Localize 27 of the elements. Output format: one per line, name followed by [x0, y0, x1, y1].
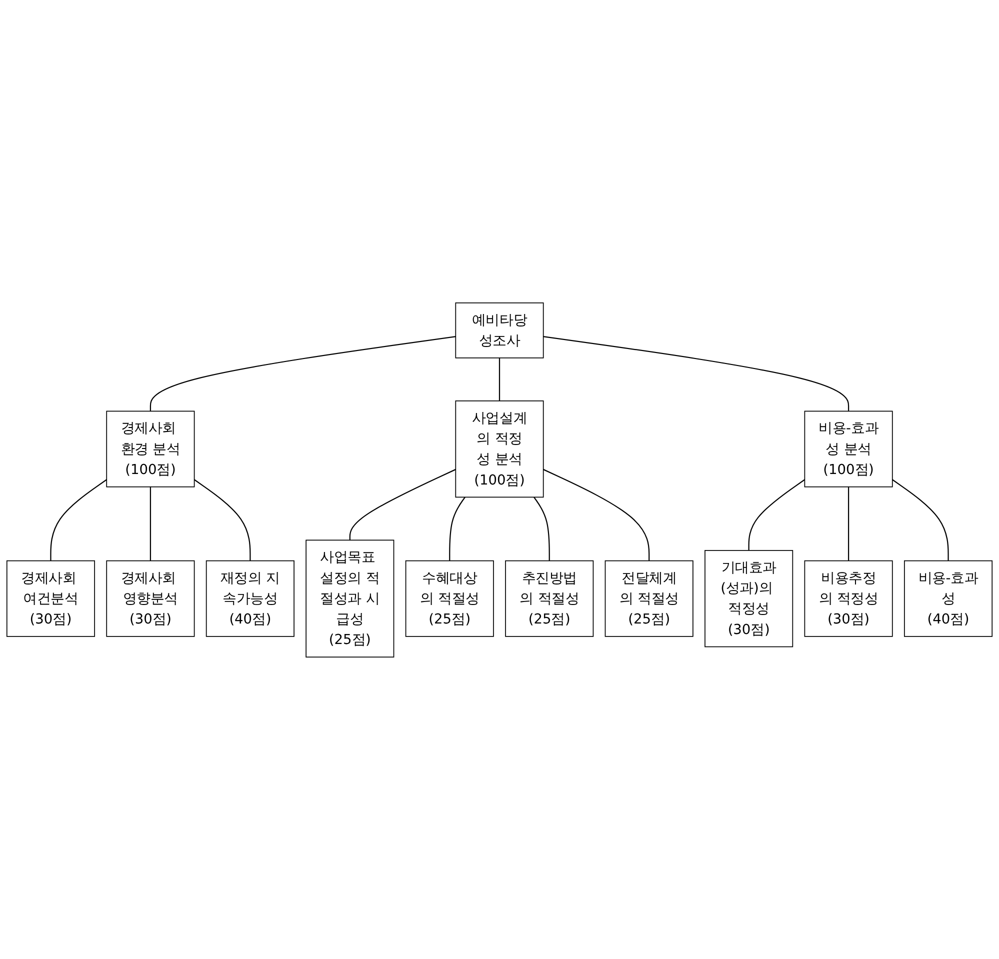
connector: [449, 496, 466, 560]
node-box: 수혜대상의 적절성 (25점): [405, 560, 494, 636]
connector: [848, 486, 850, 560]
connector: [498, 357, 500, 400]
connector: [543, 468, 650, 560]
connector: [534, 496, 550, 560]
connector: [50, 478, 107, 560]
connector: [150, 486, 152, 560]
connector: [892, 478, 949, 560]
node-box: 재정의 지속가능성 (40점): [206, 560, 294, 636]
connector: [543, 336, 850, 411]
node-box: 비용-효과성 (40점): [904, 560, 993, 636]
node-box: 예비타당성조사: [455, 302, 544, 358]
node-box: 비용추정의 적정성 (30점): [804, 560, 893, 636]
node-box: 전달체계의 적절성 (25점): [604, 560, 694, 636]
connector: [194, 478, 251, 560]
node-box: 추진방법의 적절성 (25점): [505, 560, 594, 636]
connector: [349, 468, 456, 540]
node-box: 비용-효과성 분석 (100점): [804, 410, 893, 487]
connector: [748, 478, 806, 550]
node-box: 사업설계의 적정성 분석 (100점): [455, 400, 544, 498]
connector: [150, 336, 456, 411]
node-box: 경제사회 영향분석 (30점): [106, 560, 195, 636]
node-box: 경제사회 환경 분석 (100점): [106, 410, 195, 487]
node-box: 기대효과(성과)의 적정성 (30점): [704, 550, 794, 647]
node-box: 경제사회 여건분석 (30점): [6, 560, 95, 636]
node-box: 사업목표 설정의 적절성과 시급성 (25점): [306, 539, 394, 658]
